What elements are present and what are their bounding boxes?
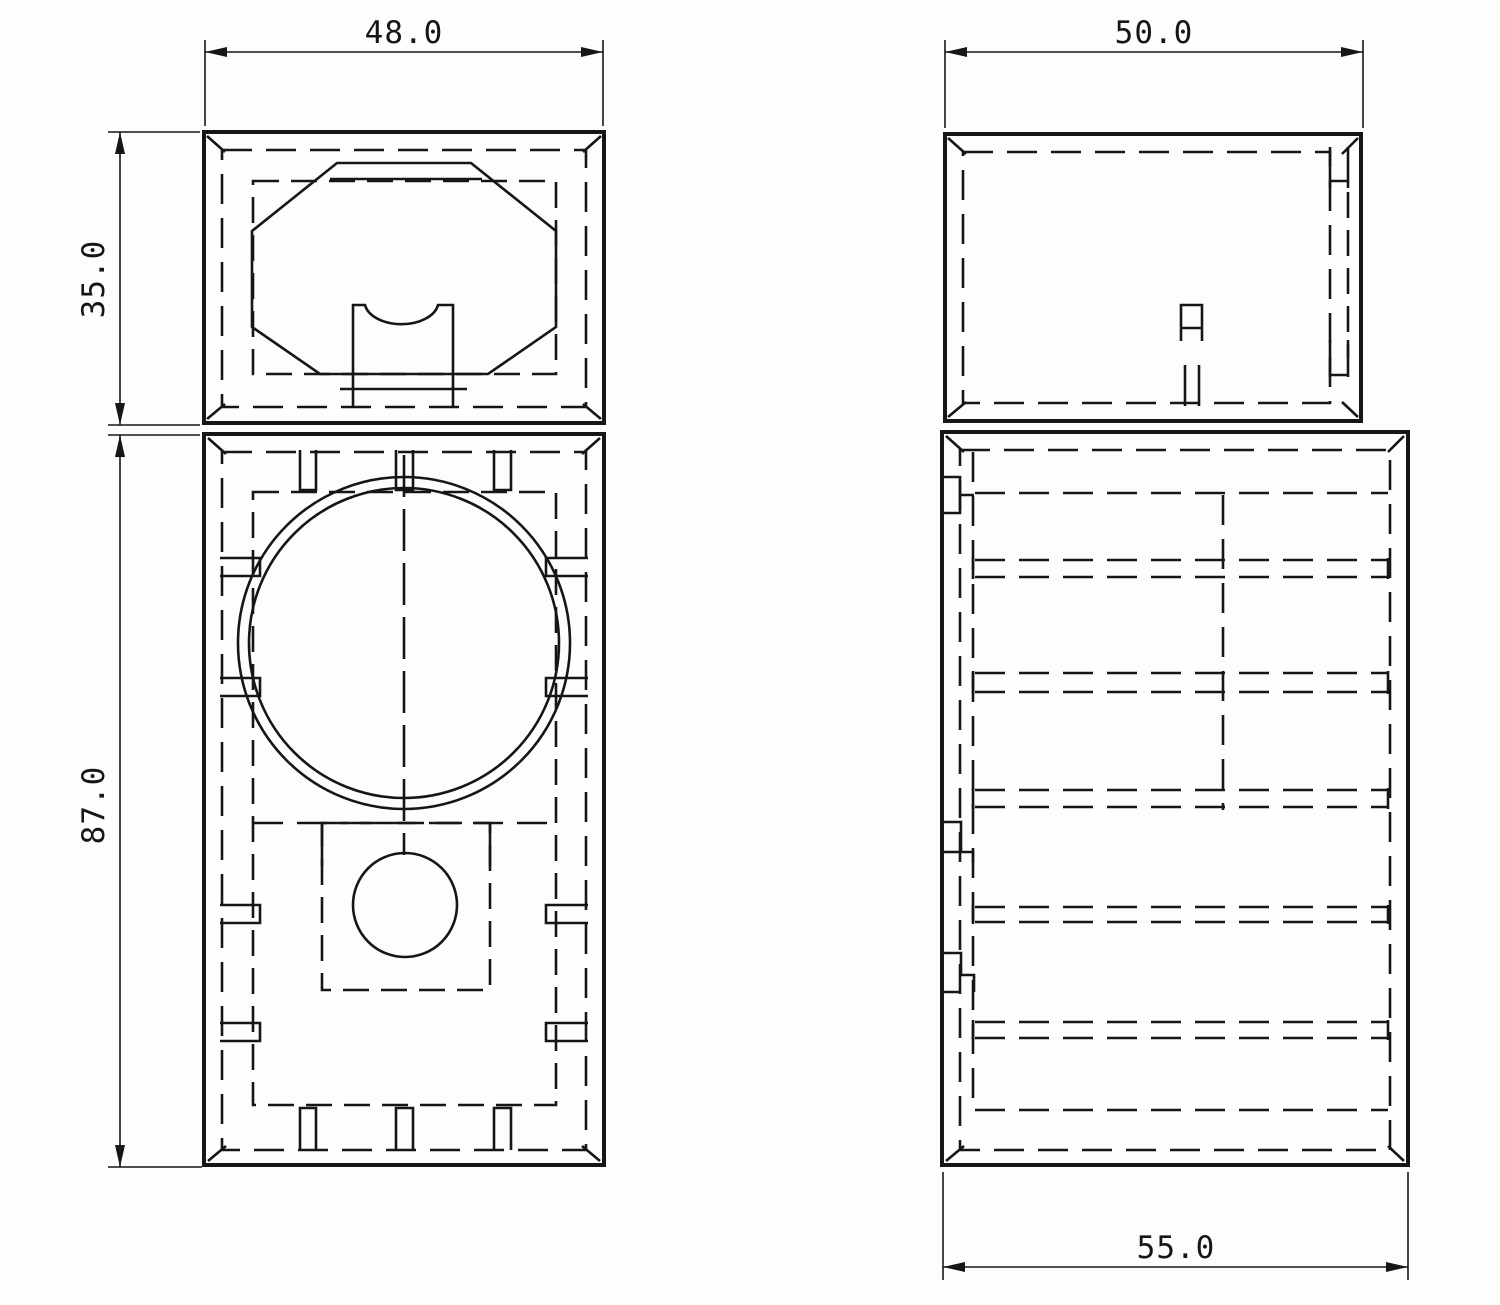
panel-inset-hidden	[220, 450, 588, 1152]
front-top-cabinet	[202, 130, 606, 425]
side-top-cabinet	[943, 132, 1363, 423]
inner-panel-hidden	[251, 490, 558, 1107]
bottom-cleats	[298, 1106, 513, 1150]
dim-lines	[108, 434, 202, 1168]
horn-bracket-side	[1179, 303, 1204, 406]
dim-label: 50.0	[1115, 15, 1194, 51]
shelf-end-caps	[971, 558, 1390, 1040]
side-bottom-cabinet	[940, 430, 1410, 1167]
dim-lines	[204, 40, 604, 126]
top-cleats	[298, 450, 513, 492]
arrowhead-right	[581, 47, 603, 57]
dim-front-top-width: 48.0	[204, 15, 604, 126]
dim-label: 55.0	[1137, 1230, 1216, 1266]
port-frame-hidden	[320, 821, 492, 992]
side-view	[940, 132, 1410, 1167]
corner-bevels	[207, 437, 601, 1162]
front-bottom-cabinet	[202, 432, 606, 1167]
dim-lines	[944, 40, 1364, 128]
arrowhead-top	[115, 435, 125, 457]
arrowhead-right	[1341, 47, 1363, 57]
wall-joint-bracket-1	[944, 475, 974, 515]
front-view	[202, 130, 606, 1167]
dim-side-top-depth: 50.0	[944, 15, 1364, 128]
cabinet-outline	[202, 130, 606, 425]
arrowhead-left	[943, 1262, 965, 1272]
horn-mouth-octagon	[250, 161, 558, 376]
corner-bevels	[947, 137, 1359, 418]
arrowhead-bottom	[115, 403, 125, 425]
dim-side-bottom-depth: 55.0	[942, 1172, 1409, 1280]
inner-panel-hidden	[251, 179, 558, 376]
baffle-bracket-top	[1328, 147, 1350, 188]
arrowhead-left	[945, 47, 967, 57]
arrowhead-bottom	[115, 1145, 125, 1167]
port-cutout	[351, 851, 459, 959]
cabinet-outline	[943, 132, 1363, 423]
arrowhead-right	[1386, 1262, 1408, 1272]
cabinet-outline	[940, 430, 1410, 1167]
corner-bevels	[945, 435, 1405, 1162]
arrowhead-left	[205, 47, 227, 57]
dim-label: 87.0	[76, 766, 112, 845]
cabinet-outline	[202, 432, 606, 1167]
shelf-hidden-lines	[971, 491, 1390, 1112]
dim-front-top-height: 35.0	[76, 131, 200, 426]
wall-joint-bracket-3	[944, 951, 976, 994]
dim-label: 35.0	[76, 240, 112, 319]
panel-inset-hidden	[958, 448, 1392, 1152]
arrowhead-top	[115, 132, 125, 154]
driver-bracket	[351, 303, 455, 407]
dimensions: 48.0 35.0 87.0 50.0 55.0	[76, 15, 1409, 1280]
dim-lines	[108, 131, 200, 426]
baffle-bracket-bottom	[1328, 340, 1350, 377]
corner-bevels	[206, 135, 602, 420]
panel-inset-hidden	[220, 148, 588, 409]
dim-label: 48.0	[365, 15, 444, 51]
left-cleats	[220, 556, 262, 1043]
wall-joint-bracket-2	[944, 820, 975, 863]
right-cleats	[544, 556, 588, 1043]
dim-front-bottom-height: 87.0	[76, 434, 202, 1168]
horn-flange-lines	[330, 177, 482, 391]
port-frame-ticks	[320, 823, 492, 866]
dim-lines	[942, 1172, 1409, 1280]
shelf-lines	[975, 491, 1388, 1112]
panel-inset-hidden	[961, 150, 1332, 405]
